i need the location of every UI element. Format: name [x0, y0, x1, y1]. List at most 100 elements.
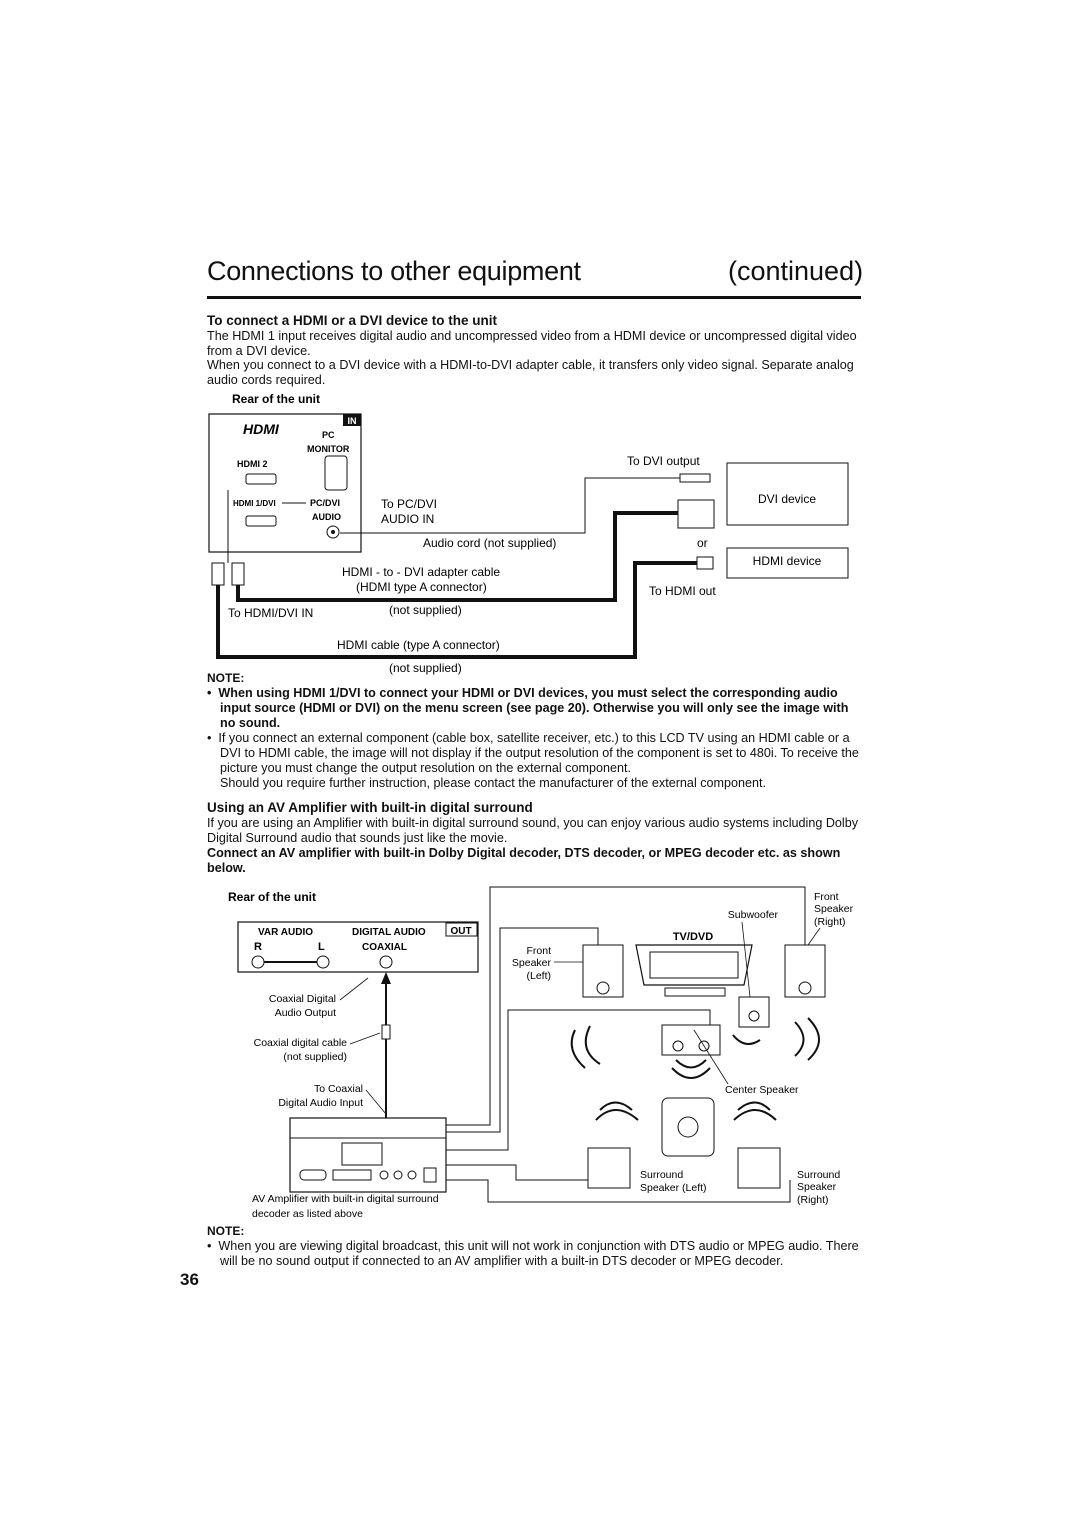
section1-heading: To connect a HDMI or a DVI device to the… — [207, 313, 498, 328]
section2-para1: If you are using an Amplifier with built… — [207, 816, 859, 845]
to-hdmi-out-label: To HDMI out — [649, 584, 716, 598]
front-left-label-2: Speaker — [512, 957, 552, 969]
audio-plug — [679, 473, 711, 483]
in-label: IN — [348, 416, 357, 426]
surround-right-label-3: (Right) — [797, 1194, 829, 1206]
hdmi-dvi-adapter-cable — [236, 511, 678, 602]
sound-waves — [570, 1017, 820, 1121]
surround-left-label-1: Surround — [640, 1169, 683, 1181]
pcdvi-label: PC/DVI — [310, 498, 340, 508]
center-speaker-label: Center Speaker — [725, 1084, 799, 1096]
audio-cord-label: Audio cord (not supplied) — [423, 536, 556, 550]
note1-bullet2-extra: Should you require further instruction, … — [220, 776, 767, 790]
hdmi2-label: HDMI 2 — [237, 459, 268, 469]
hdmi-plug-left-1 — [211, 562, 225, 586]
listener-icon — [661, 1097, 715, 1157]
audio-label: AUDIO — [312, 512, 341, 522]
out-label: OUT — [450, 926, 471, 937]
hdmi1-port — [245, 515, 277, 527]
adapter-connector-label: (HDMI type A connector) — [356, 580, 487, 594]
hdmi-cable — [216, 561, 697, 659]
hdmi-device-box — [726, 547, 849, 579]
amp-caption-2: decoder as listed above — [252, 1208, 363, 1220]
to-pcdvi-label: To PC/DVI — [381, 497, 437, 511]
dvi-connector — [677, 499, 715, 529]
front-right-speaker — [784, 944, 826, 998]
front-left-label-3: (Left) — [526, 970, 551, 982]
note1-heading: NOTE: — [207, 671, 245, 685]
wire-surround-left — [446, 1164, 605, 1181]
surround-right-speaker — [737, 1147, 781, 1189]
front-left-label-1: Front — [526, 945, 551, 957]
coax-cable-label: Coaxial digital cable — [254, 1037, 348, 1049]
coaxial-jack — [379, 955, 393, 969]
page-title: Connections to other equipment — [207, 256, 581, 286]
monitor-label: MONITOR — [307, 444, 350, 454]
section1-para1: The HDMI 1 input receives digital audio … — [207, 329, 857, 358]
pc-label: PC — [322, 430, 335, 440]
wire-front-right — [446, 886, 806, 1126]
pc-monitor-port — [324, 455, 348, 491]
adapter-cable-label: HDMI - to - DVI adapter cable — [342, 565, 500, 579]
or-label: or — [697, 536, 708, 550]
digital-audio-input-label: Digital Audio Input — [278, 1097, 363, 1109]
audio-output-label: Audio Output — [275, 1007, 336, 1019]
front-left-speaker — [582, 944, 624, 998]
pc-audio-jack — [326, 525, 340, 539]
coaxial-label: COAXIAL — [362, 942, 407, 953]
r-jack — [251, 955, 265, 969]
coax-not-supplied: (not supplied) — [283, 1051, 347, 1063]
to-coaxial-label: To Coaxial — [314, 1083, 363, 1095]
dvi-device-box — [726, 462, 849, 526]
rear-panel — [208, 413, 362, 553]
not-supplied-2: (not supplied) — [389, 661, 462, 675]
coax-digital-label: Coaxial Digital — [269, 993, 336, 1005]
hdmi-plug-right — [696, 556, 714, 570]
note2-bullet1: • When you are viewing digital broadcast… — [207, 1239, 859, 1268]
title-rule — [207, 296, 861, 299]
front-right-label-1: Front — [814, 891, 839, 903]
audio-in-label: AUDIO IN — [381, 512, 434, 526]
surround-left-speaker — [587, 1147, 631, 1189]
section2-para2: Connect an AV amplifier with built-in Do… — [207, 846, 841, 875]
surround-right-label-1: Surround — [797, 1169, 840, 1181]
not-supplied-1: (not supplied) — [389, 603, 462, 617]
var-audio-label: VAR AUDIO — [258, 927, 313, 938]
wire-front-left — [446, 927, 599, 1133]
to-hdmidvi-in-label: To HDMI/DVI IN — [228, 606, 313, 620]
l-label: L — [318, 941, 325, 953]
section2-heading: Using an AV Amplifier with built-in digi… — [207, 800, 533, 815]
hdmi-device-label: HDMI device — [753, 554, 822, 568]
tv-icon — [635, 944, 753, 986]
hdmi2-port — [245, 473, 277, 485]
hdmi-cable-label: HDMI cable (type A connector) — [337, 638, 500, 652]
hdmi-plug-left-2 — [231, 562, 245, 586]
rear-audio-panel — [237, 921, 479, 973]
hdmi1dvi-label: HDMI 1/DVI — [233, 499, 276, 508]
note2-heading: NOTE: — [207, 1224, 245, 1238]
front-right-label-2: Speaker — [814, 903, 854, 915]
r-label: R — [254, 941, 262, 953]
digital-audio-label: DIGITAL AUDIO — [352, 927, 426, 938]
av-amplifier — [289, 1117, 447, 1193]
subwoofer-icon — [738, 996, 770, 1028]
continued-label: (continued) — [728, 256, 864, 286]
surround-left-label-2: Speaker (Left) — [640, 1182, 707, 1194]
dvi-device-label: DVI device — [758, 492, 816, 506]
l-jack — [316, 955, 330, 969]
wire-center — [446, 1009, 711, 1151]
front-right-label-3: (Right) — [814, 916, 846, 928]
page-number: 36 — [180, 1270, 199, 1289]
surround-right-label-2: Speaker — [797, 1181, 837, 1193]
wire-surround-right — [446, 1179, 791, 1203]
rear-of-unit-label-2: Rear of the unit — [228, 890, 316, 904]
note1-bullet2: • If you connect an external component (… — [207, 731, 859, 775]
av-amplifier-diagram: Rear of the unit VAR AUDIO R L DIGITAL A… — [228, 886, 854, 1220]
subwoofer-label: Subwoofer — [728, 909, 779, 921]
note1-bullet1: • When using HDMI 1/DVI to connect your … — [207, 686, 849, 730]
hdmi-logo: HDMI — [243, 421, 280, 437]
to-dvi-output-label: To DVI output — [627, 454, 700, 468]
section1-para2: When you connect to a DVI device with a … — [207, 358, 854, 387]
rear-of-unit-label: Rear of the unit — [232, 392, 320, 406]
center-speaker-icon — [661, 1024, 721, 1056]
